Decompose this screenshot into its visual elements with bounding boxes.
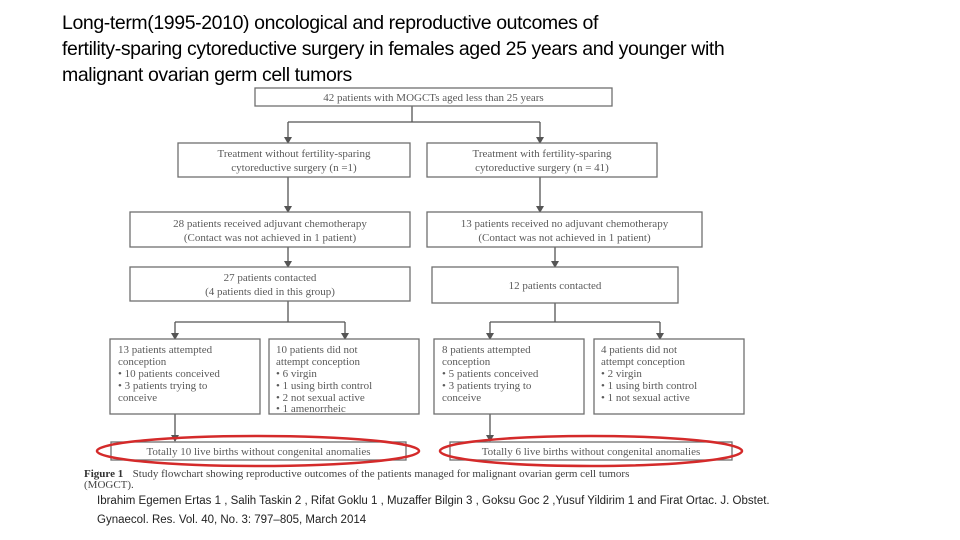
highlight-ellipse-right	[438, 434, 744, 468]
not-attempted-left-line-5: • 2 not sexual active	[276, 392, 365, 404]
not-attempted-right-line-5: • 1 not sexual active	[601, 392, 690, 404]
live-births-right-box: Totally 6 live births without congenital…	[449, 441, 733, 461]
live-births-right-text: Totally 6 live births without congenital…	[482, 446, 701, 458]
sparing-line-2: cytoreductive surgery (n = 41)	[475, 162, 609, 174]
not-attempted-left-line-4: • 1 using birth control	[276, 380, 372, 392]
figure-caption-text: Study flowchart showing reproductive out…	[133, 468, 630, 480]
not-attempted-right-line-2: attempt conception	[601, 356, 685, 368]
figure-caption-line-1: Figure 1 Study flowchart showing reprodu…	[84, 464, 629, 481]
title-line-2: fertility-sparing cytoreductive surgery …	[62, 38, 725, 60]
no-adjuvant-box: 13 patients received no adjuvant chemoth…	[426, 211, 703, 248]
attempted-right-line-2: conception	[442, 356, 491, 368]
attempted-right-line-1: 8 patients attempted	[442, 344, 531, 356]
attempted-left-line-4: • 3 patients trying to	[118, 380, 208, 392]
not-attempted-right-line-3: • 2 virgin	[601, 368, 642, 380]
attempted-right-line-4: • 3 patients trying to	[442, 380, 532, 392]
not-attempted-right-line-1: 4 patients did not	[601, 344, 677, 356]
adjuvant-box: 28 patients received adjuvant chemothera…	[129, 211, 411, 248]
contacted-left-line-2: (4 patients died in this group)	[205, 286, 335, 298]
title-line-3: malignant ovarian germ cell tumors	[62, 64, 352, 86]
no-adjuvant-line-1: 13 patients received no adjuvant chemoth…	[461, 218, 669, 230]
attempted-left-box: 13 patients attempted conception • 10 pa…	[109, 338, 261, 415]
not-attempted-right-box: 4 patients did not attempt conception • …	[593, 338, 745, 415]
contacted-right-box: 12 patients contacted	[431, 266, 679, 304]
live-births-left-box: Totally 10 live births without congenita…	[110, 441, 407, 461]
figure-caption-line-2: (MOGCT).	[84, 479, 134, 491]
adjuvant-line-2: (Contact was not achieved in 1 patient)	[184, 232, 357, 244]
contacted-left-line-1: 27 patients contacted	[224, 272, 317, 284]
not-attempted-left-line-2: attempt conception	[276, 356, 360, 368]
not-attempted-right-line-4: • 1 using birth control	[601, 380, 697, 392]
not-attempted-left-box: 10 patients did not attempt conception •…	[268, 338, 420, 415]
sparing-line-1: Treatment with fertility-sparing	[473, 148, 612, 160]
contacted-right-line-1: 12 patients contacted	[509, 280, 602, 292]
figure-caption: Figure 1 Study flowchart showing reprodu…	[84, 464, 629, 491]
sparing-box: Treatment with fertility-sparing cytored…	[426, 142, 658, 178]
no-sparing-line-2: cytoreductive surgery (n =1)	[231, 162, 357, 174]
no-adjuvant-line-2: (Contact was not achieved in 1 patient)	[478, 232, 651, 244]
root-box: 42 patients with MOGCTs aged less than 2…	[254, 87, 613, 107]
root-box-text: 42 patients with MOGCTs aged less than 2…	[323, 92, 543, 104]
attempted-left-line-1: 13 patients attempted	[118, 344, 213, 356]
live-births-left-text: Totally 10 live births without congenita…	[146, 446, 370, 458]
contacted-left-box: 27 patients contacted (4 patients died i…	[129, 266, 411, 302]
citation: Ibrahim Egemen Ertas 1 , Salih Taskin 2 …	[97, 492, 857, 530]
attempted-left-line-2: conception	[118, 356, 167, 368]
attempted-right-box: 8 patients attempted conception • 5 pati…	[433, 338, 585, 415]
attempted-right-line-3: • 5 patients conceived	[442, 368, 539, 380]
citation-line-1: Ibrahim Egemen Ertas 1 , Salih Taskin 2 …	[97, 495, 770, 507]
attempted-left-line-5: conceive	[118, 392, 157, 404]
no-sparing-box: Treatment without fertility-sparing cyto…	[177, 142, 411, 178]
not-attempted-left-line-6: • 1 amenorrheic	[276, 403, 346, 415]
highlight-ellipse-left	[95, 434, 421, 468]
attempted-left-line-3: • 10 patients conceived	[118, 368, 220, 380]
not-attempted-left-line-3: • 6 virgin	[276, 368, 317, 380]
not-attempted-left-line-1: 10 patients did not	[276, 344, 358, 356]
attempted-right-line-5: conceive	[442, 392, 481, 404]
citation-line-2: Gynaecol. Res. Vol. 40, No. 3: 797–805, …	[97, 514, 367, 526]
figure-label: Figure 1	[84, 468, 123, 480]
no-sparing-line-1: Treatment without fertility-sparing	[218, 148, 371, 160]
arrowheads	[171, 137, 664, 442]
slide-title: Long-term(1995-2010) oncological and rep…	[62, 10, 922, 88]
adjuvant-line-1: 28 patients received adjuvant chemothera…	[173, 218, 367, 230]
title-line-1: Long-term(1995-2010) oncological and rep…	[62, 12, 599, 34]
